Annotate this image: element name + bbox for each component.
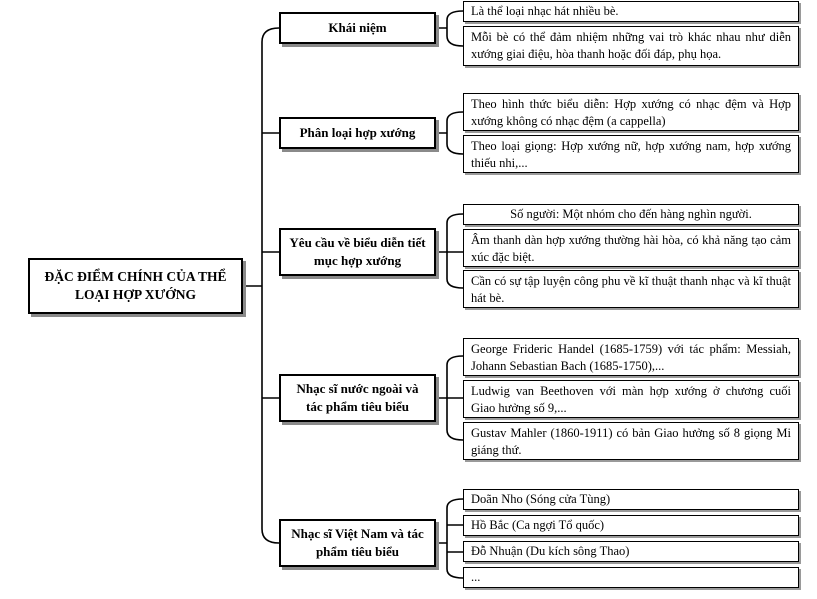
leaf-note: Số người: Một nhóm cho đến hàng nghìn ng… — [463, 204, 799, 225]
leaf-note: Hồ Bắc (Ca ngợi Tổ quốc) — [463, 515, 799, 536]
leaf-note: Mỗi bè có thể đảm nhiệm những vai trò kh… — [463, 26, 799, 66]
leaf-spine-1 — [436, 10, 464, 47]
leaf-note: Doãn Nho (Sóng cửa Tùng) — [463, 489, 799, 510]
leaf-spine-4 — [436, 355, 464, 441]
category-performance-requirements: Yêu cầu về biểu diễn tiết mục hợp xướng — [279, 228, 436, 276]
leaf-spine-3 — [436, 213, 464, 289]
category-foreign-composers: Nhạc sĩ nước ngoài và tác phẩm tiêu biểu — [279, 374, 436, 422]
root-title: ĐẶC ĐIỂM CHÍNH CỦA THỂ LOẠI HỢP XƯỚNG — [44, 268, 227, 302]
leaf-note: ... — [463, 567, 799, 588]
leaf-note: George Frideric Handel (1685-1759) với t… — [463, 338, 799, 376]
leaf-note: Gustav Mahler (1860-1911) có bản Giao hư… — [463, 422, 799, 460]
category-label: Nhạc sĩ Việt Nam và tác phẩm tiêu biểu — [291, 525, 424, 559]
category-label: Nhạc sĩ nước ngoài và tác phẩm tiêu biểu — [296, 380, 419, 414]
leaf-spine-5 — [436, 498, 464, 579]
leaf-note: Âm thanh dàn hợp xướng thường hài hòa, c… — [463, 229, 799, 267]
category-concept: Khái niệm — [279, 12, 436, 44]
category-spine — [261, 27, 280, 544]
category-vietnamese-composers: Nhạc sĩ Việt Nam và tác phẩm tiêu biểu — [279, 519, 436, 567]
leaf-note: Là thể loại nhạc hát nhiều bè. — [463, 1, 799, 22]
leaf-note: Đỗ Nhuận (Du kích sông Thao) — [463, 541, 799, 562]
category-label: Yêu cầu về biểu diễn tiết mục hợp xướng — [289, 234, 426, 268]
leaf-note: Ludwig van Beethoven với màn hợp xướng ở… — [463, 380, 799, 418]
category-label: Phân loại hợp xướng — [299, 124, 416, 140]
category-classification: Phân loại hợp xướng — [279, 117, 436, 149]
leaf-note: Theo loại giọng: Hợp xướng nữ, hợp xướng… — [463, 135, 799, 173]
leaf-note: Cần có sự tập luyện công phu về kĩ thuật… — [463, 270, 799, 308]
leaf-note: Theo hình thức biểu diễn: Hợp xướng có n… — [463, 93, 799, 131]
leaf-spine-2 — [436, 111, 464, 155]
category-label: Khái niệm — [328, 19, 387, 35]
root-node: ĐẶC ĐIỂM CHÍNH CỦA THỂ LOẠI HỢP XƯỚNG — [28, 258, 243, 314]
